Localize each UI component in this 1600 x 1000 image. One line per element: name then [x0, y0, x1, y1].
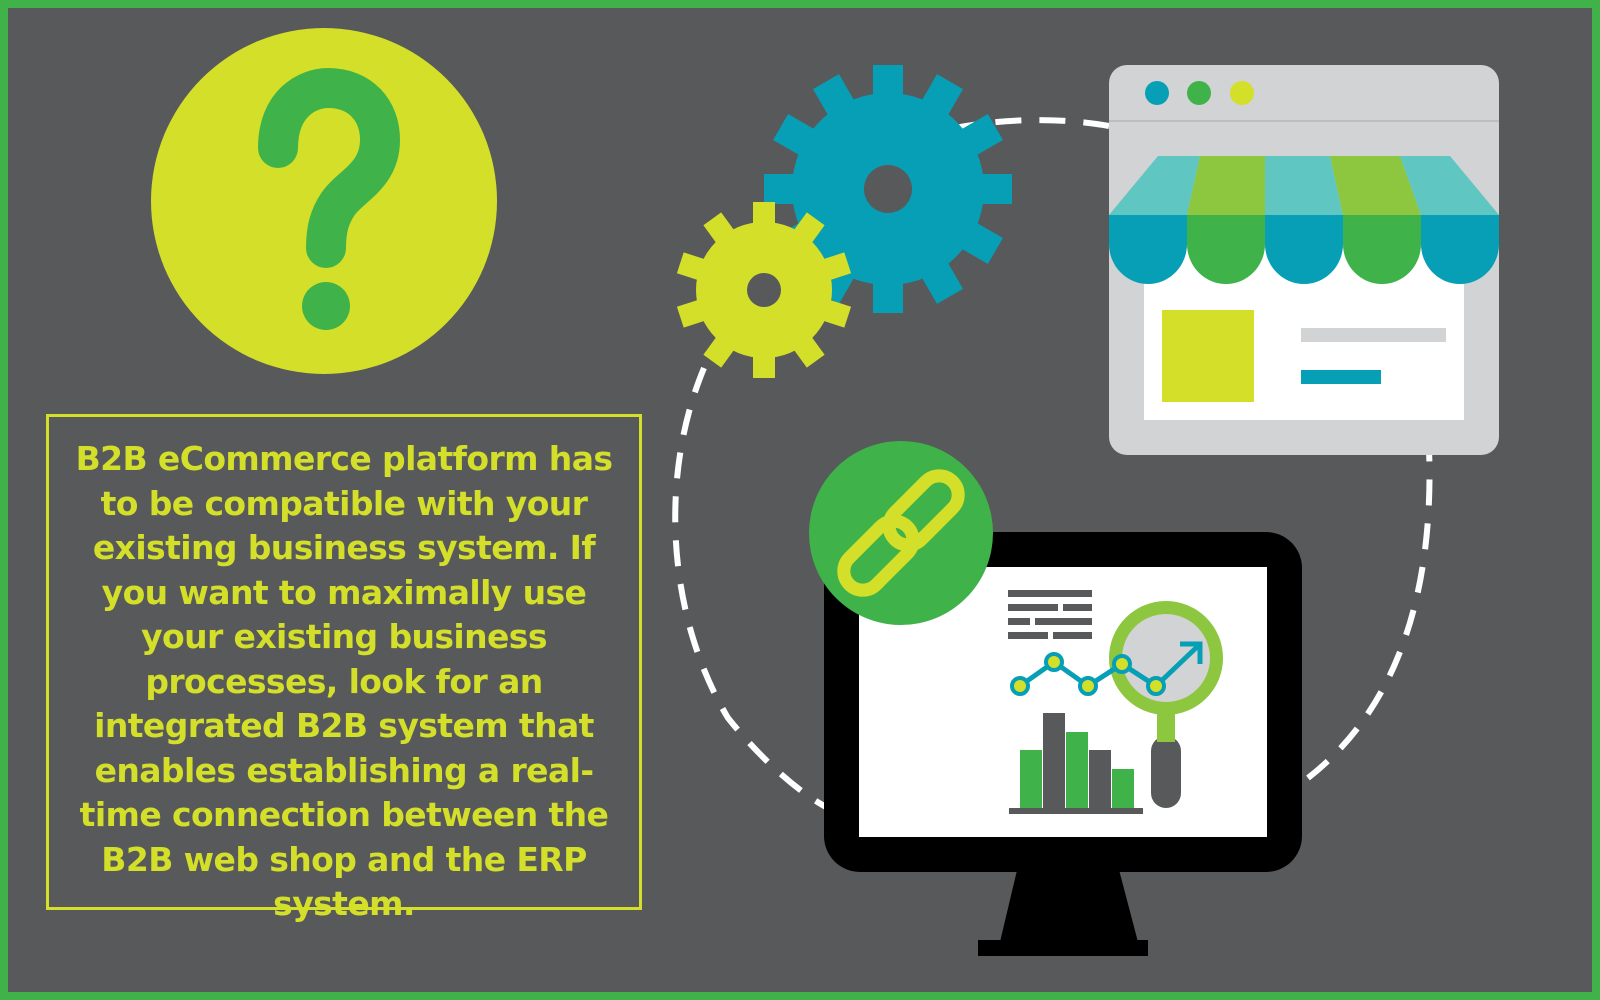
browser-dot-icon [1145, 81, 1169, 105]
dashed-connection-path [672, 117, 1433, 811]
awning-icon [1109, 156, 1499, 284]
infographic-panel: B2B eCommerce platform has to be compati… [8, 8, 1592, 992]
gears-icon [676, 65, 1012, 378]
question-mark-icon [151, 28, 497, 374]
browser-dot-icon [1187, 81, 1211, 105]
bar-chart-icon [1009, 713, 1143, 814]
description-text: B2B eCommerce platform has to be compati… [75, 439, 613, 923]
small-gear-icon [676, 202, 852, 378]
large-gear-icon [764, 65, 1012, 313]
trend-line-icon [1010, 641, 1203, 696]
storefront-browser-icon [1109, 65, 1499, 455]
illustration-layer [151, 28, 1499, 956]
text-lines-icon [1008, 590, 1092, 639]
analytics-monitor-icon [824, 532, 1302, 956]
shop-window-icon [1162, 310, 1254, 402]
browser-dot-icon [1230, 81, 1254, 105]
description-box: B2B eCommerce platform has to be compati… [46, 414, 642, 923]
chain-link-icon [809, 441, 993, 625]
